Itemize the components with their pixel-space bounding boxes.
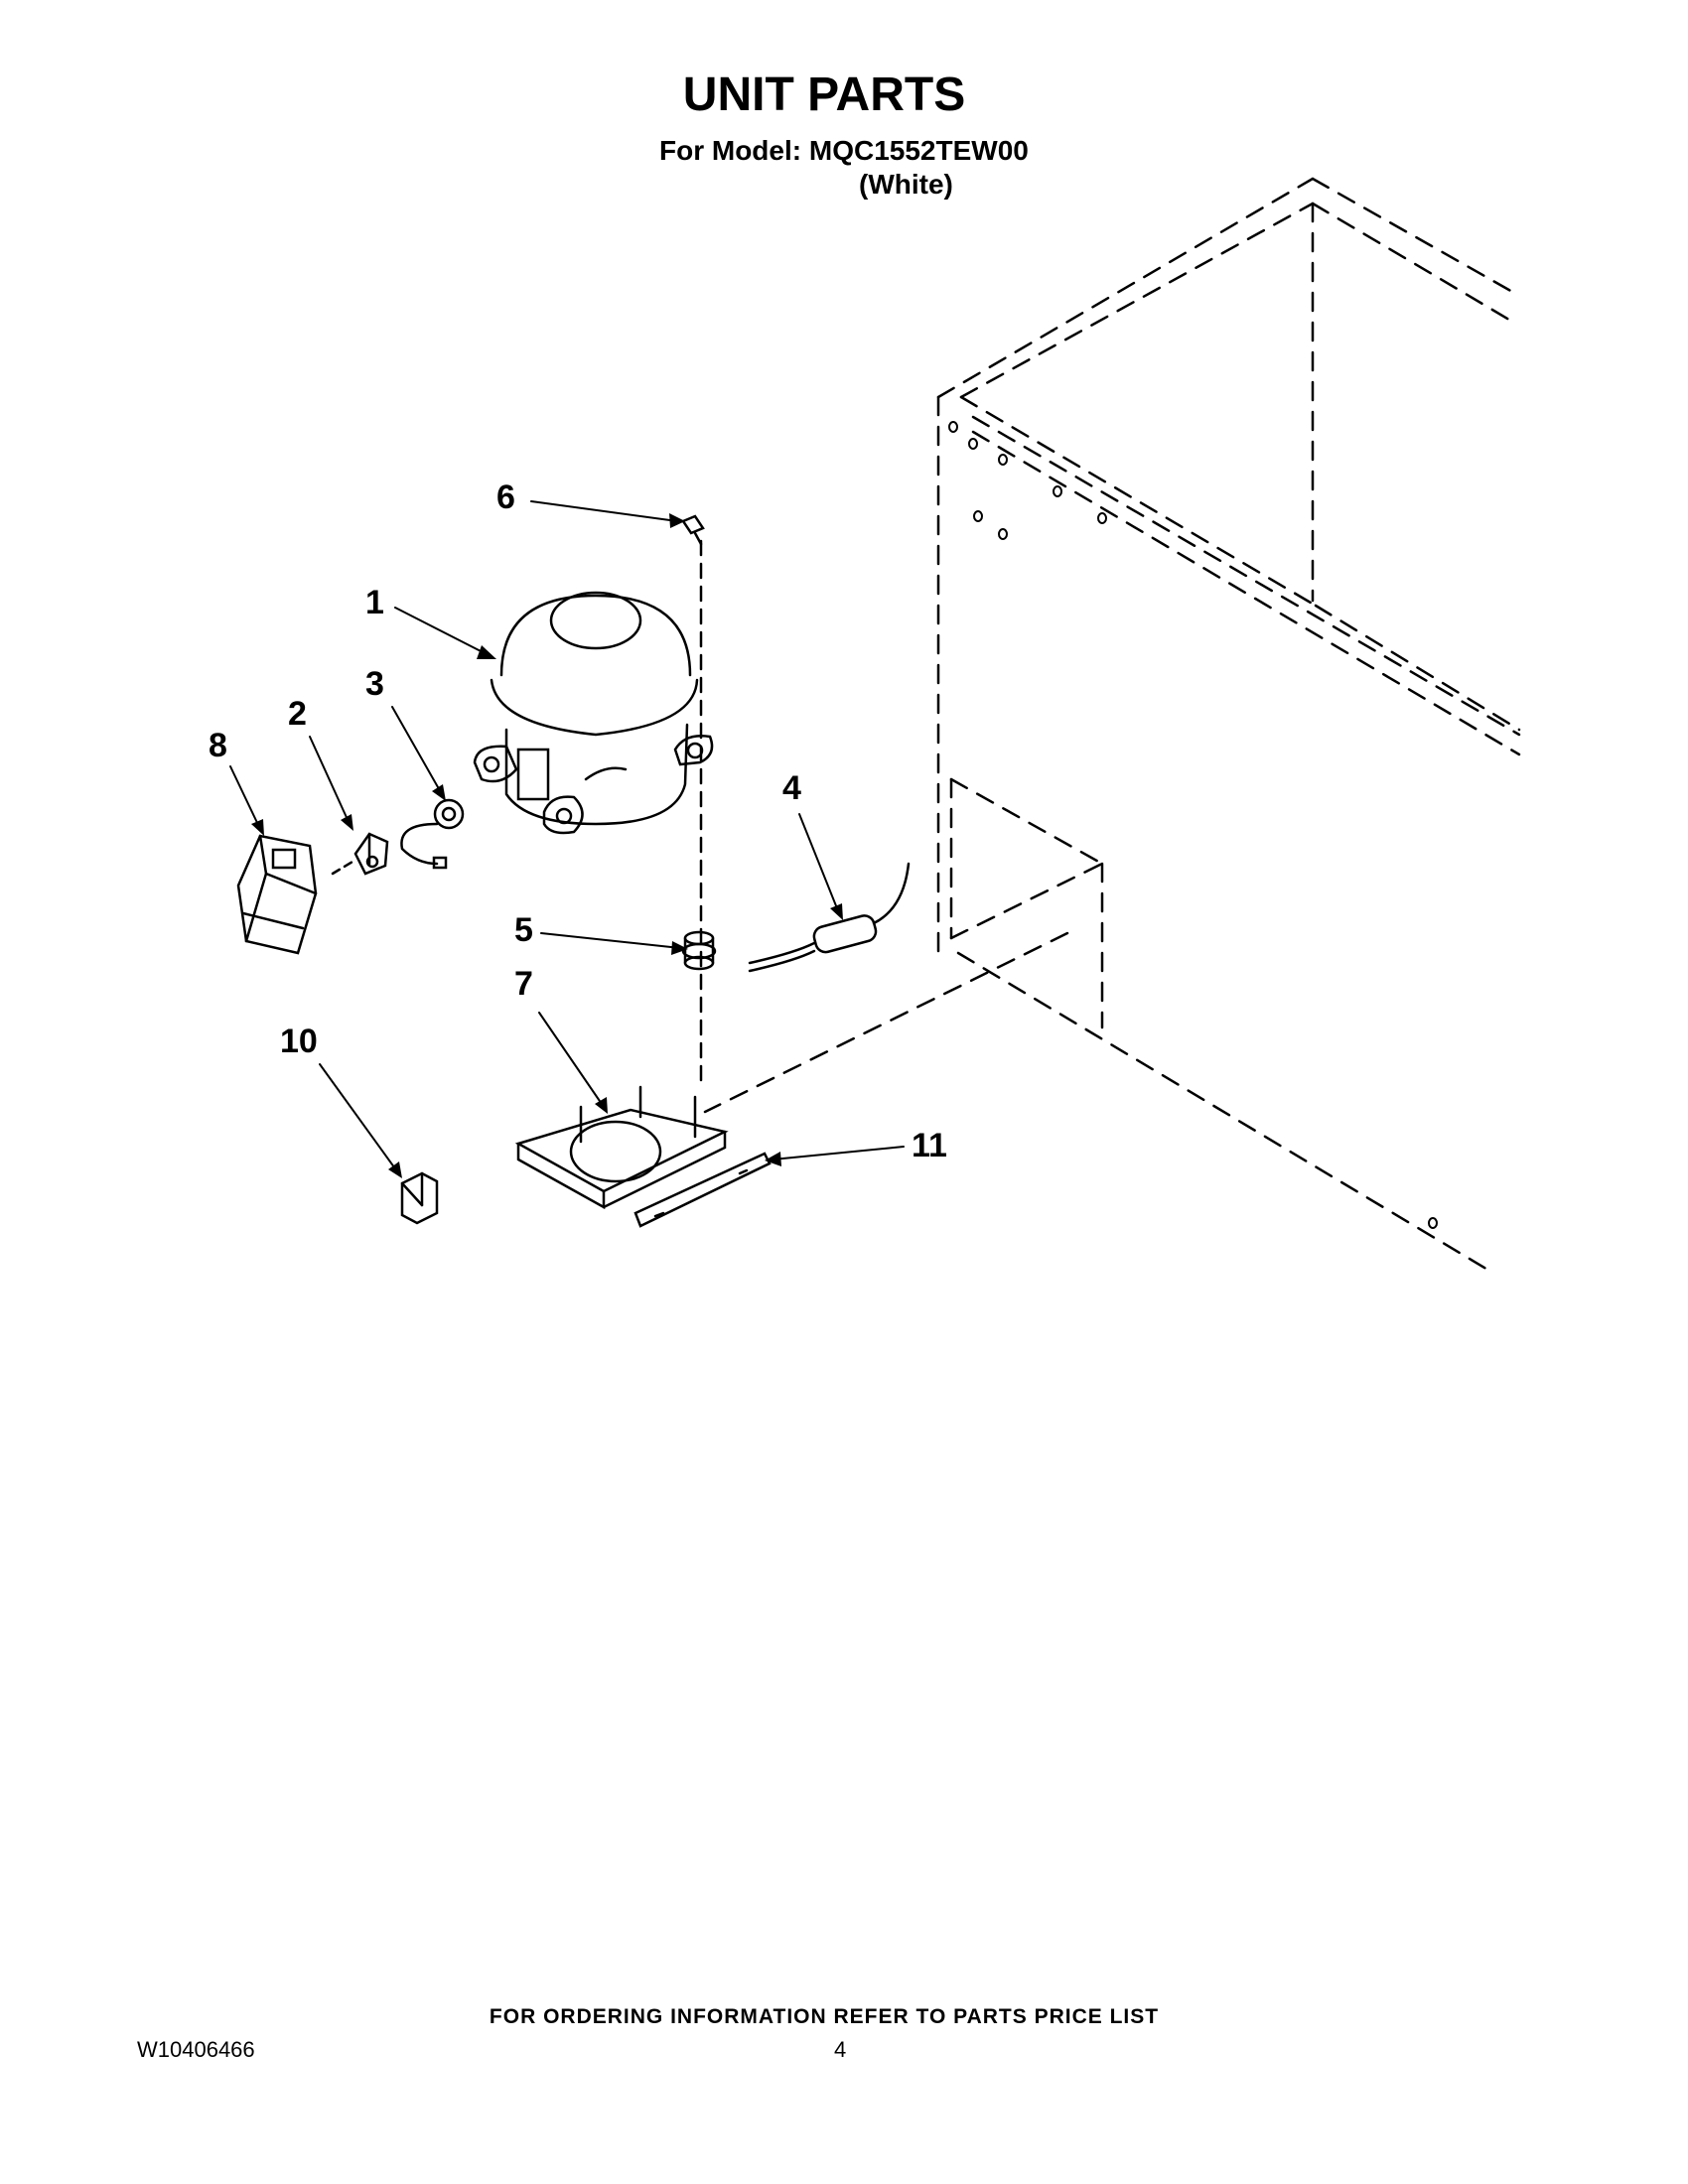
callout-labels: 1 2 3 4 5 6 7 8 10 11 [209, 478, 947, 1164]
base-plate-part [514, 1085, 729, 1210]
model-variant: (White) [859, 169, 953, 200]
callout-label: 2 [288, 695, 307, 733]
callout-label: 1 [365, 584, 384, 621]
bolt-part [681, 514, 705, 546]
page-title: UNIT PARTS [682, 68, 966, 121]
page-number: 4 [834, 2037, 847, 2062]
callout-label: 7 [514, 965, 533, 1003]
callout-label: 6 [496, 478, 515, 516]
callout-arrowheads [251, 513, 843, 1178]
document-number: W10406466 [137, 2037, 255, 2062]
drier-part [748, 862, 911, 973]
callout-label: 11 [912, 1127, 947, 1164]
callout-leaders [229, 500, 905, 1172]
capacitor-part [400, 1171, 439, 1225]
callout-label: 5 [514, 911, 533, 949]
relay-part [353, 832, 389, 876]
callout-label: 10 [280, 1023, 318, 1060]
callout-label: 8 [209, 727, 227, 764]
callout-label: 3 [365, 665, 384, 703]
compressor-part [473, 591, 714, 835]
model-line: For Model: MQC1552TEW00 [659, 135, 1029, 166]
ordering-info: FOR ORDERING INFORMATION REFER TO PARTS … [489, 2005, 1160, 2028]
grommet-part [681, 930, 717, 971]
rail-part [633, 1152, 772, 1228]
callout-label: 4 [782, 769, 801, 807]
cabinet-holes [948, 421, 1438, 1229]
cabinet-outline [703, 177, 1521, 1273]
overload-part [400, 798, 465, 870]
relay-dash [331, 860, 354, 876]
terminal-cover-part [236, 834, 318, 955]
